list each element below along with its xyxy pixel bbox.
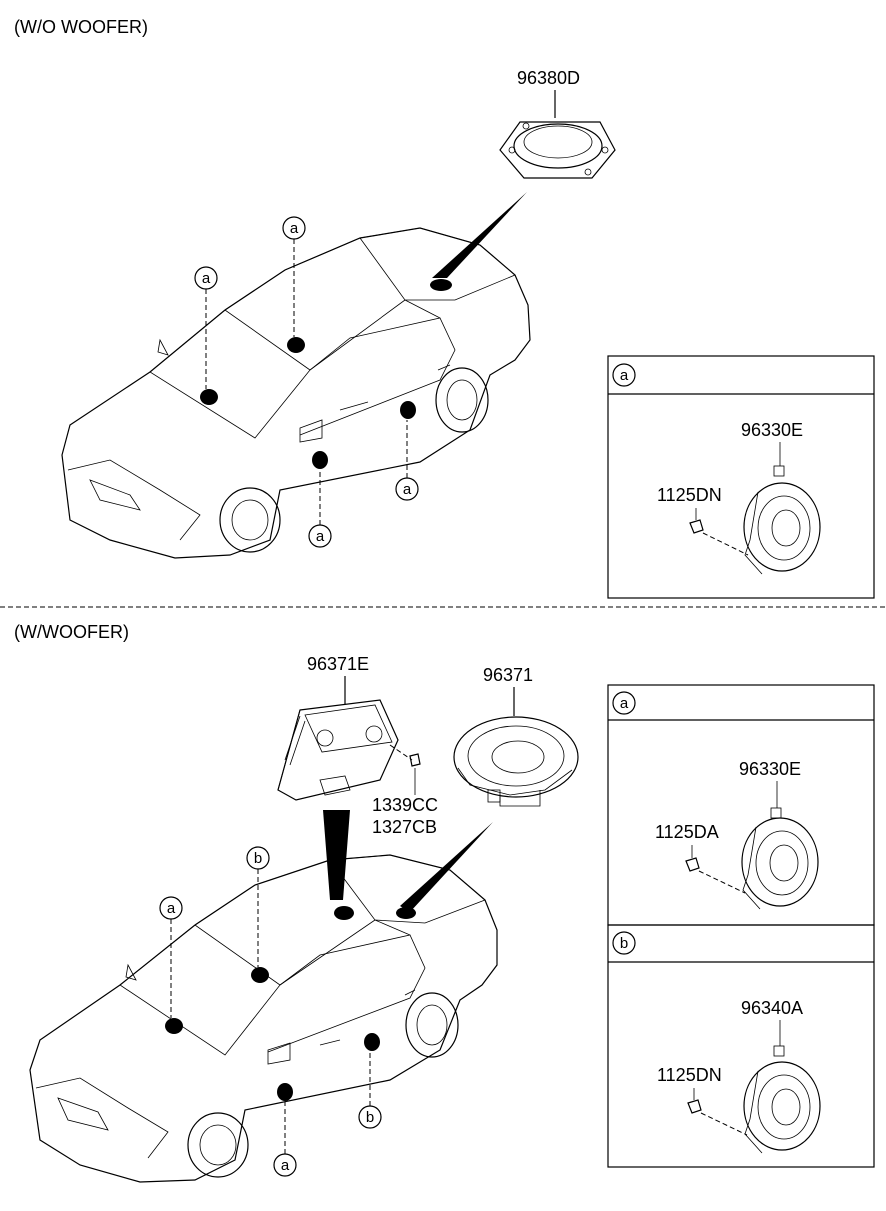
section-title-with-woofer: (W/WOOFER)	[14, 622, 129, 642]
amplifier-location-spot	[334, 906, 354, 920]
svg-text:a: a	[167, 900, 176, 917]
callout-a-top-2: a	[194, 266, 218, 389]
svg-text:a: a	[403, 481, 412, 498]
part-label-1327CB: 1327CB	[372, 817, 437, 837]
front-door-speaker-spot-woofer	[277, 1083, 293, 1101]
part-label-1125DN-top: 1125DN	[657, 485, 722, 505]
screw-icon	[685, 857, 746, 894]
svg-text:a: a	[281, 1157, 290, 1174]
detail-box-b-bottom: b 96340A 1125DN	[607, 924, 875, 1168]
svg-text:a: a	[290, 220, 299, 237]
svg-text:a: a	[620, 367, 629, 384]
tweeter-speaker-icon	[741, 807, 819, 910]
rear-door-speaker-spot-woofer	[364, 1033, 380, 1051]
front-left-tweeter-spot	[287, 337, 305, 353]
svg-text:a: a	[202, 270, 211, 287]
tweeter-speaker-icon	[743, 465, 821, 575]
callout-a-top-1: a	[282, 216, 306, 337]
front-right-tweeter-spot	[200, 389, 218, 405]
nut-icon	[389, 744, 421, 795]
rear-door-speaker-spot	[400, 401, 416, 419]
svg-text:a: a	[620, 695, 629, 712]
screw-icon	[689, 519, 749, 556]
svg-text:a: a	[316, 528, 325, 545]
callout-b-bottom-2: b	[358, 1052, 382, 1129]
part-label-96371: 96371	[483, 665, 533, 685]
detail-box-a-top: a 96330E 1125DN	[607, 355, 875, 599]
front-right-tweeter-spot-woofer	[165, 1018, 183, 1034]
part-label-96371E: 96371E	[307, 654, 369, 674]
svg-text:b: b	[254, 850, 262, 867]
rear-speaker-icon	[499, 121, 616, 179]
rear-speaker-spot	[430, 279, 452, 291]
front-left-tweeter-spot-woofer	[251, 967, 269, 983]
callout-a-top-4: a	[308, 470, 332, 548]
part-label-96330E-top: 96330E	[741, 420, 803, 440]
amplifier-icon	[277, 699, 399, 801]
callout-b-bottom-1: b	[246, 846, 270, 967]
part-label-96380D: 96380D	[517, 68, 580, 88]
rear-speaker-pointer	[432, 192, 527, 278]
part-label-1125DA: 1125DA	[655, 822, 719, 842]
woofer-speaker-icon	[453, 716, 579, 807]
detail-box-a-bottom: a 96330E 1125DA	[607, 684, 875, 926]
callout-a-bottom-2: a	[273, 1102, 297, 1177]
part-label-96340A: 96340A	[741, 998, 803, 1018]
svg-text:b: b	[366, 1109, 374, 1126]
svg-text:b: b	[620, 935, 628, 952]
front-door-speaker-spot	[312, 451, 328, 469]
car-outline-with-woofer	[29, 854, 498, 1183]
callout-a-bottom-1: a	[159, 896, 183, 1018]
woofer-location-spot	[396, 907, 416, 919]
section-title-without-woofer: (W/O WOOFER)	[14, 17, 148, 37]
woofer-pointer	[400, 822, 493, 912]
tweeter-speaker-icon	[743, 1045, 821, 1154]
part-label-96330E-bottom: 96330E	[739, 759, 801, 779]
amplifier-pointer	[323, 810, 350, 900]
screw-icon	[687, 1099, 748, 1136]
part-label-1125DN-bottom: 1125DN	[657, 1065, 722, 1085]
car-outline-without-woofer	[61, 227, 531, 559]
part-label-1339CC: 1339CC	[372, 795, 438, 815]
callout-a-top-3: a	[395, 420, 419, 501]
